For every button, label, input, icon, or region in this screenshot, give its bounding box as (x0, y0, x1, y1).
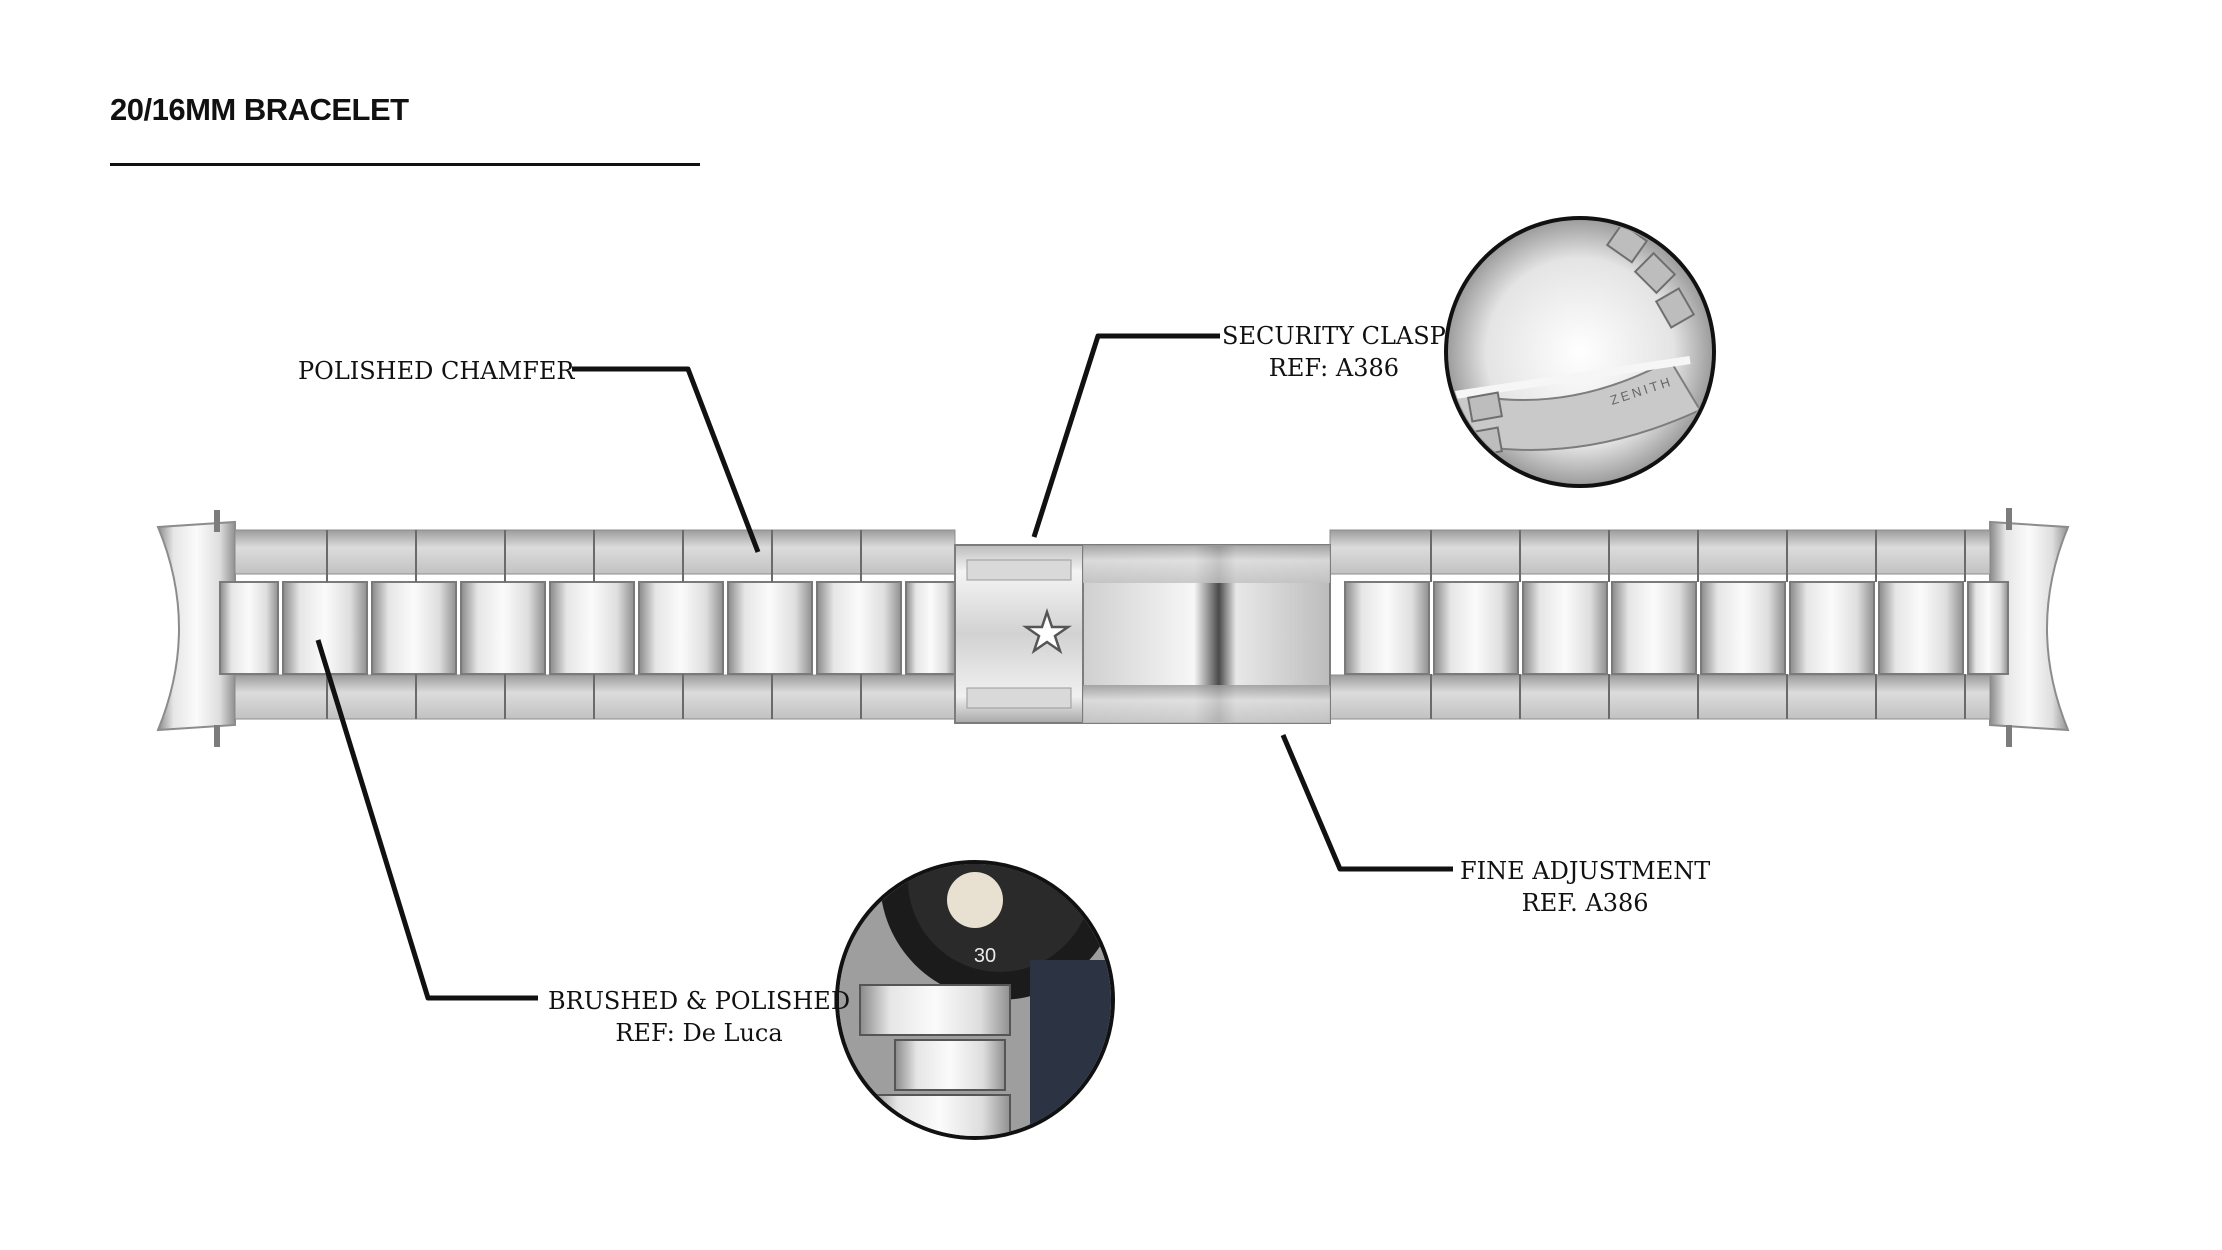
bracelet-strap-left (219, 529, 957, 720)
title-divider (110, 163, 700, 166)
bracelet-strap-right (1329, 529, 2009, 720)
callout-label: SECURITY CLASP (1222, 322, 1446, 350)
leader-security-clasp (1031, 333, 1220, 538)
leader-polished-chamfer (572, 366, 761, 553)
bezel-number: 30 (974, 945, 996, 967)
callout-label: BRUSHED & POLISHED (548, 987, 851, 1015)
star-icon (1021, 608, 1073, 655)
security-clasp-detail: ZENITH (1444, 216, 1716, 488)
callout-leaders (315, 333, 1453, 1001)
callout-ref: REF. A386 (1521, 889, 1649, 917)
bracelet-end-left (156, 510, 236, 747)
callout-brushed-polished: BRUSHED & POLISHED REF: De Luca (548, 985, 850, 1049)
bracelet-end-right (1989, 508, 2070, 747)
callout-label: FINE ADJUSTMENT (1460, 857, 1711, 885)
callout-polished-chamfer: POLISHED CHAMFER (298, 355, 574, 387)
callout-fine-adjustment: FINE ADJUSTMENT REF. A386 (1460, 855, 1710, 919)
leader-brushed-polished (315, 639, 538, 1001)
page-title: 20/16MM BRACELET (110, 92, 409, 127)
callout-ref: REF: De Luca (615, 1019, 783, 1047)
callout-label: POLISHED CHAMFER (298, 357, 575, 385)
leader-fine-adjustment (1280, 734, 1453, 872)
callout-ref: REF: A386 (1268, 354, 1400, 382)
callout-security-clasp: SECURITY CLASP REF: A386 (1222, 320, 1446, 384)
brushed-polished-detail: 30 (835, 860, 1115, 1140)
bracelet-clasp (954, 544, 1331, 724)
